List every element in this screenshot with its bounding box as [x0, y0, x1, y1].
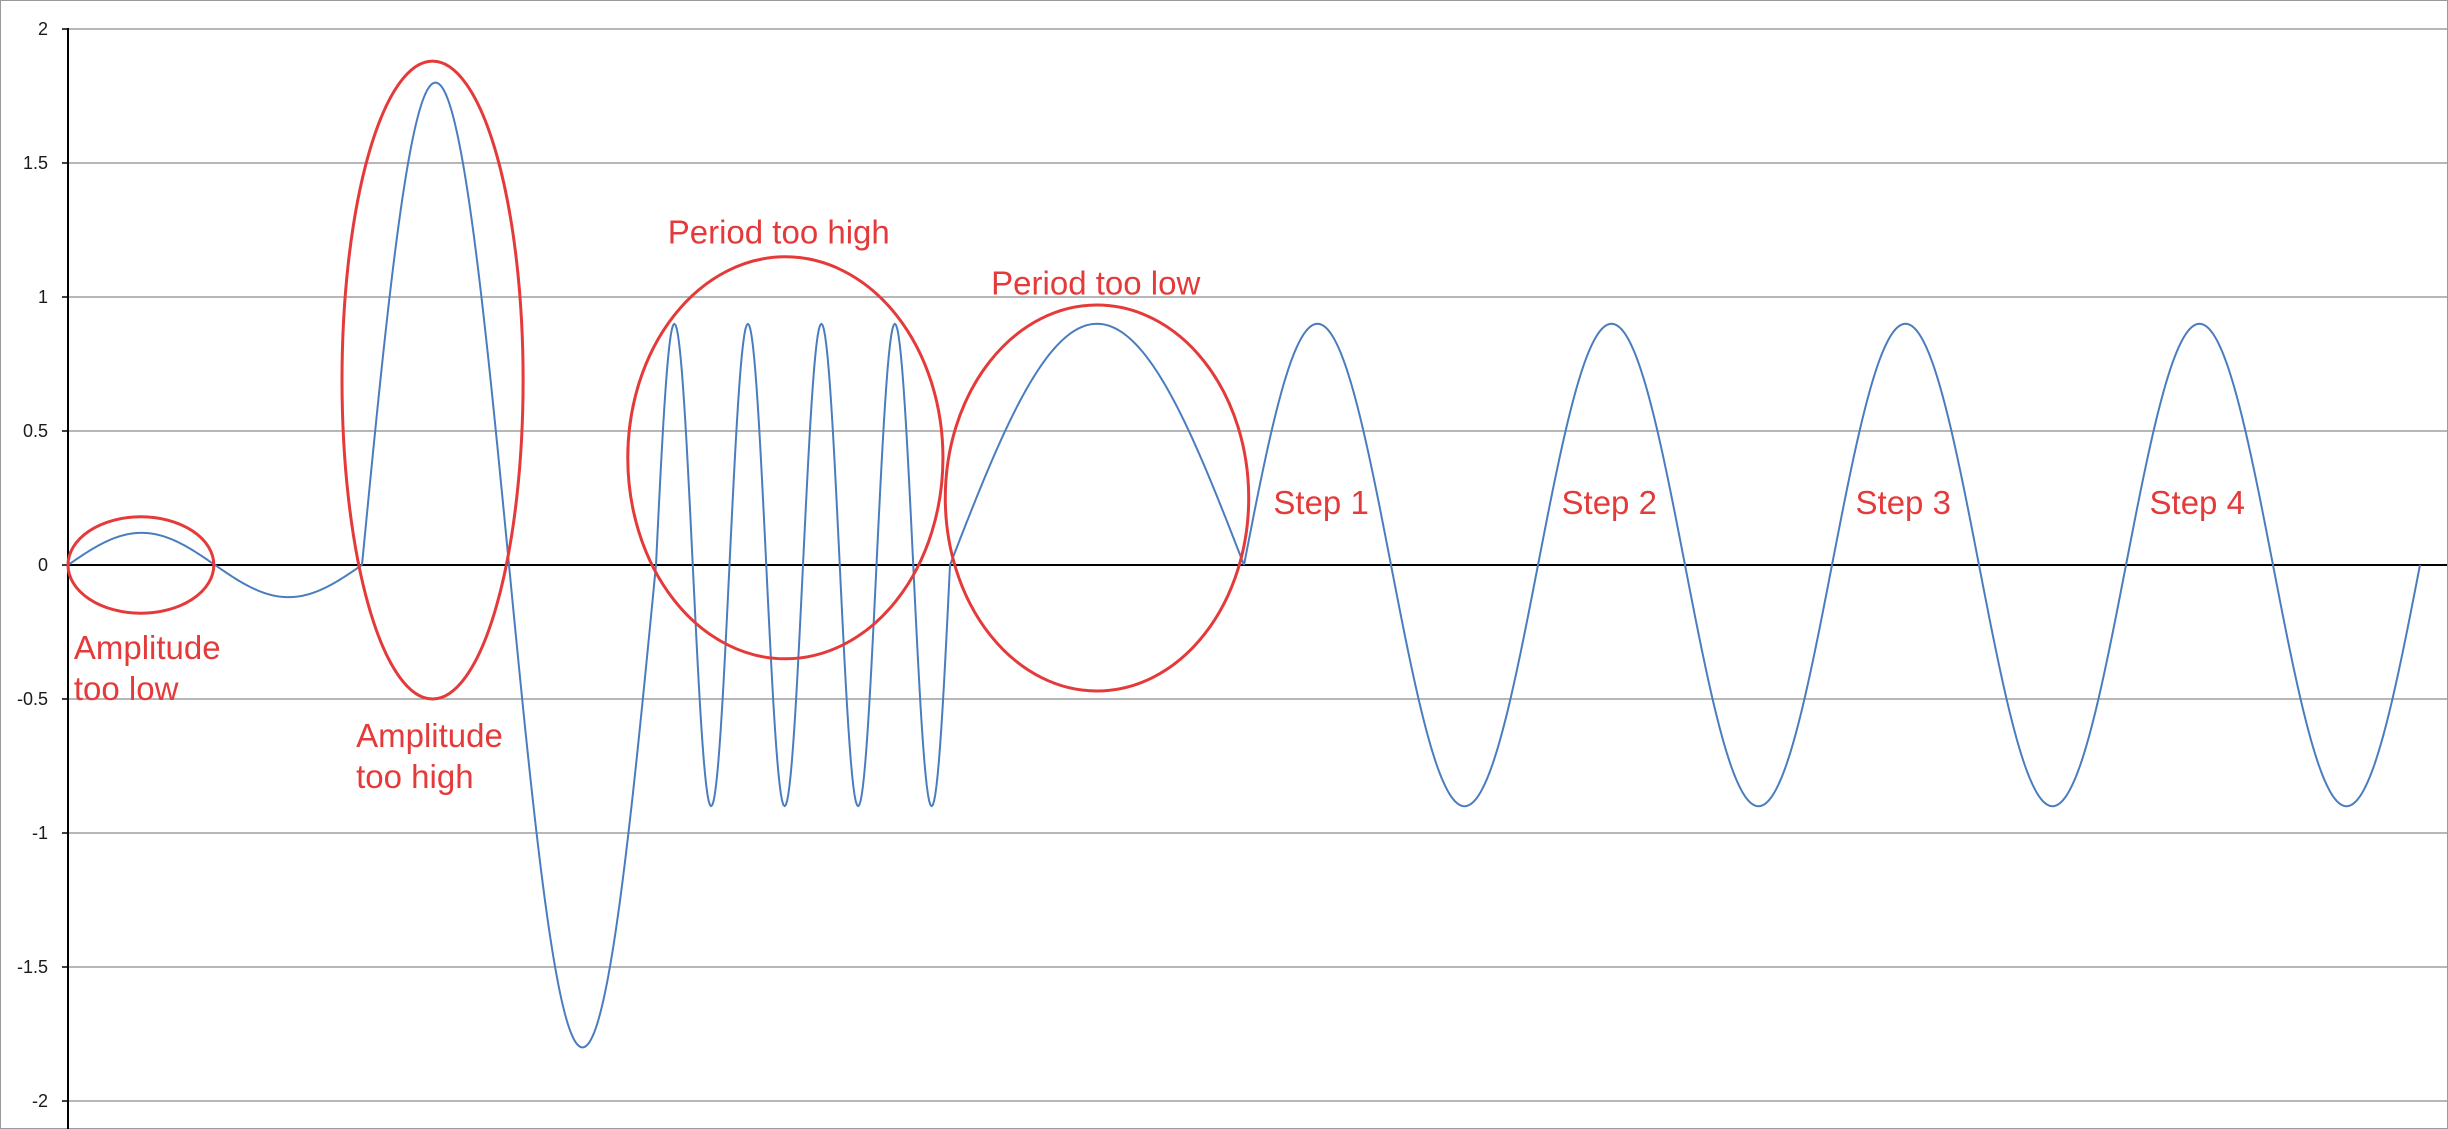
y-tick-label-8: -2 — [32, 1091, 48, 1111]
annotation-label-amplitude-too-low-line-1: too low — [74, 670, 179, 707]
y-tick-label-5: -0.5 — [17, 689, 48, 709]
y-tick-label-7: -1.5 — [17, 957, 48, 977]
annotation-label-amplitude-too-high-line-1: too high — [356, 758, 473, 795]
annotation-ellipse-amplitude-too-low — [66, 515, 216, 615]
series — [67, 81, 2421, 1049]
annotation-label-step-3-line-0: Step 3 — [1856, 484, 1951, 521]
y-tick-labels: 2 1.5 1 0.5 0 -0.5 -1 -1.5 -2 — [17, 19, 48, 1111]
annotation-label-amplitude-too-high-line-0: Amplitude — [356, 717, 503, 754]
annotation-ellipse-amplitude-too-high — [340, 59, 525, 701]
annotation-ellipse-period-too-low — [943, 303, 1251, 693]
series-segment-amp-high — [361, 81, 657, 1049]
axes — [62, 28, 2447, 1129]
annotation-label-step-4-line-0: Step 4 — [2150, 484, 2245, 521]
annotation-ellipse-period-too-high — [626, 255, 945, 661]
series-segment-period-low — [949, 322, 1245, 566]
y-tick-label-4: 0 — [38, 555, 48, 575]
annotation-label-step-2-line-0: Step 2 — [1562, 484, 1657, 521]
y-tick-label-2: 1 — [38, 287, 48, 307]
y-tick-label-0: 2 — [38, 19, 48, 39]
annotation-label-step-1-line-0: Step 1 — [1273, 484, 1368, 521]
series-segment-period-high — [655, 322, 951, 808]
series-segment-step-4 — [2125, 322, 2421, 808]
series-segment-step-2 — [1537, 322, 1833, 808]
y-tick-label-6: -1 — [32, 823, 48, 843]
annotation-label-period-too-low-line-0: Period too low — [991, 264, 1200, 301]
annotation-label-amplitude-too-low-line-0: Amplitude — [74, 629, 221, 666]
y-tick-label-3: 0.5 — [23, 421, 48, 441]
annotation-label-period-too-high-line-0: Period too high — [668, 213, 890, 250]
gridlines — [68, 28, 2447, 1102]
y-tick-label-1: 1.5 — [23, 153, 48, 173]
series-segment-step-3 — [1831, 322, 2127, 808]
series-segment-step-1 — [1243, 322, 1539, 808]
